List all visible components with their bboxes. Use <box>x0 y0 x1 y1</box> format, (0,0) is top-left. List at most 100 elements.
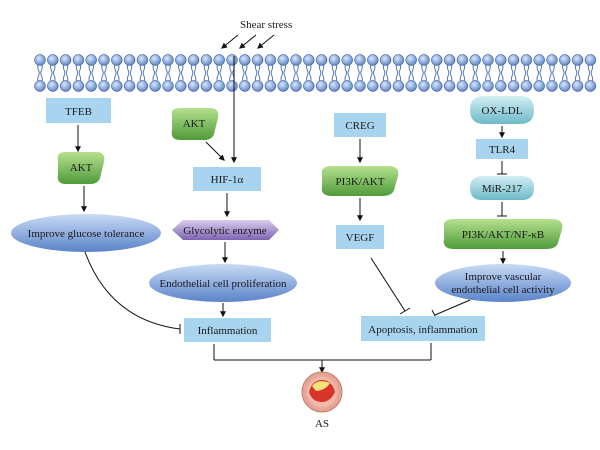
lipid-tail <box>357 63 363 83</box>
lipid-head <box>405 54 417 66</box>
tfeb-label: TFEB <box>65 106 92 118</box>
lipid-head <box>200 54 213 66</box>
lipid-head <box>239 54 251 66</box>
lipid-tail <box>126 63 133 83</box>
lipid-head <box>418 80 430 92</box>
apoptosis-label: Apoptosis, inflammation <box>368 324 478 336</box>
lipid-head <box>482 80 494 92</box>
lipid-head <box>226 80 238 92</box>
lipid-head <box>34 54 46 66</box>
lipid-head <box>315 54 328 66</box>
glucose-label: Improve glucose tolerance <box>28 228 145 240</box>
lipid-head <box>559 54 571 66</box>
improve-label-line2: endothelial cell activity <box>451 284 555 296</box>
lipid-tail <box>75 63 82 83</box>
lipid-head <box>162 80 174 92</box>
lipid-head <box>187 54 200 66</box>
lipid-head <box>341 80 353 92</box>
lipid-head <box>47 80 59 92</box>
inhibit-improve-apoptosis <box>434 299 471 316</box>
lipid-head <box>303 54 315 66</box>
lipid-head <box>175 80 187 92</box>
lipid-head <box>546 80 558 92</box>
lipid-tail <box>472 63 478 83</box>
lipid-tail <box>190 63 197 83</box>
lipid-head <box>392 54 405 66</box>
lipid-head <box>379 54 392 66</box>
creg-label: CREG <box>345 120 374 132</box>
lipid-head <box>111 80 123 92</box>
lipid-head <box>354 54 366 66</box>
improve-ellipse <box>435 264 571 302</box>
lipid-head <box>290 54 302 66</box>
lipid-head <box>251 80 264 92</box>
lipid-head <box>123 54 136 66</box>
lipid-head <box>98 54 110 66</box>
cell-membrane <box>34 54 597 92</box>
hif-label: HIF-1α <box>211 174 244 186</box>
lipid-head <box>175 54 187 66</box>
lipid-tail <box>165 63 171 83</box>
oxldl-oval <box>470 96 534 124</box>
lipid-head <box>303 80 315 92</box>
lipid-head <box>418 54 430 66</box>
lipid-tail <box>549 63 555 83</box>
lipid-head <box>136 80 149 92</box>
hif-box <box>193 167 261 191</box>
mir-label: MiR-217 <box>482 183 523 195</box>
lipid-tail <box>498 63 504 83</box>
lipid-head <box>149 54 161 66</box>
lipid-tail <box>178 63 184 83</box>
lipid-head <box>328 80 341 92</box>
lipid-head <box>85 80 97 92</box>
lipid-tail <box>254 63 261 83</box>
as-label: AS <box>315 418 329 430</box>
lipid-head <box>239 80 251 92</box>
lipid-head <box>379 80 392 92</box>
inflammation-box <box>184 318 271 342</box>
pi3k-label: PI3K/AKT <box>336 176 385 188</box>
proliferation-label: Endothelial cell proliferation <box>159 278 287 290</box>
lipid-head <box>469 54 481 66</box>
lipid-head <box>34 80 46 92</box>
lipid-tail <box>114 63 120 83</box>
lipid-head <box>213 54 225 66</box>
lipid-tail <box>408 63 414 83</box>
lipid-tail <box>523 63 530 83</box>
akt-blob-hif <box>171 108 219 140</box>
akt-label-left: AKT <box>70 162 93 174</box>
lipid-head <box>405 80 417 92</box>
improve-label-line1: Improve vascular <box>465 271 542 283</box>
lipid-head <box>507 54 520 66</box>
lipid-head <box>111 54 123 66</box>
lipid-head <box>495 80 507 92</box>
lipid-head <box>571 54 584 66</box>
lipid-head <box>546 54 558 66</box>
lipid-head <box>392 80 405 92</box>
lipid-head <box>162 54 174 66</box>
lipid-head <box>571 80 584 92</box>
lipid-tail <box>421 63 427 83</box>
lipid-head <box>533 54 545 66</box>
lipid-head <box>264 54 277 66</box>
lipid-tail <box>101 63 107 83</box>
vegf-box <box>336 225 384 249</box>
lipid-tail <box>536 63 542 83</box>
merge-connector <box>213 343 432 361</box>
lipid-tail <box>50 63 56 83</box>
lipid-tail <box>62 63 69 83</box>
lipid-tail <box>574 63 581 83</box>
lipid-tail <box>293 63 299 83</box>
lipid-tail <box>318 63 325 83</box>
lipid-head <box>469 80 481 92</box>
lipid-tail <box>587 63 594 83</box>
lipid-head <box>200 80 213 92</box>
lipid-tail <box>434 63 440 83</box>
inhibit-vegf-apoptosis <box>370 257 406 312</box>
vegf-label: VEGF <box>346 232 375 244</box>
lipid-tail <box>446 63 453 83</box>
lipid-tail <box>459 63 466 83</box>
lipid-head <box>251 54 264 66</box>
